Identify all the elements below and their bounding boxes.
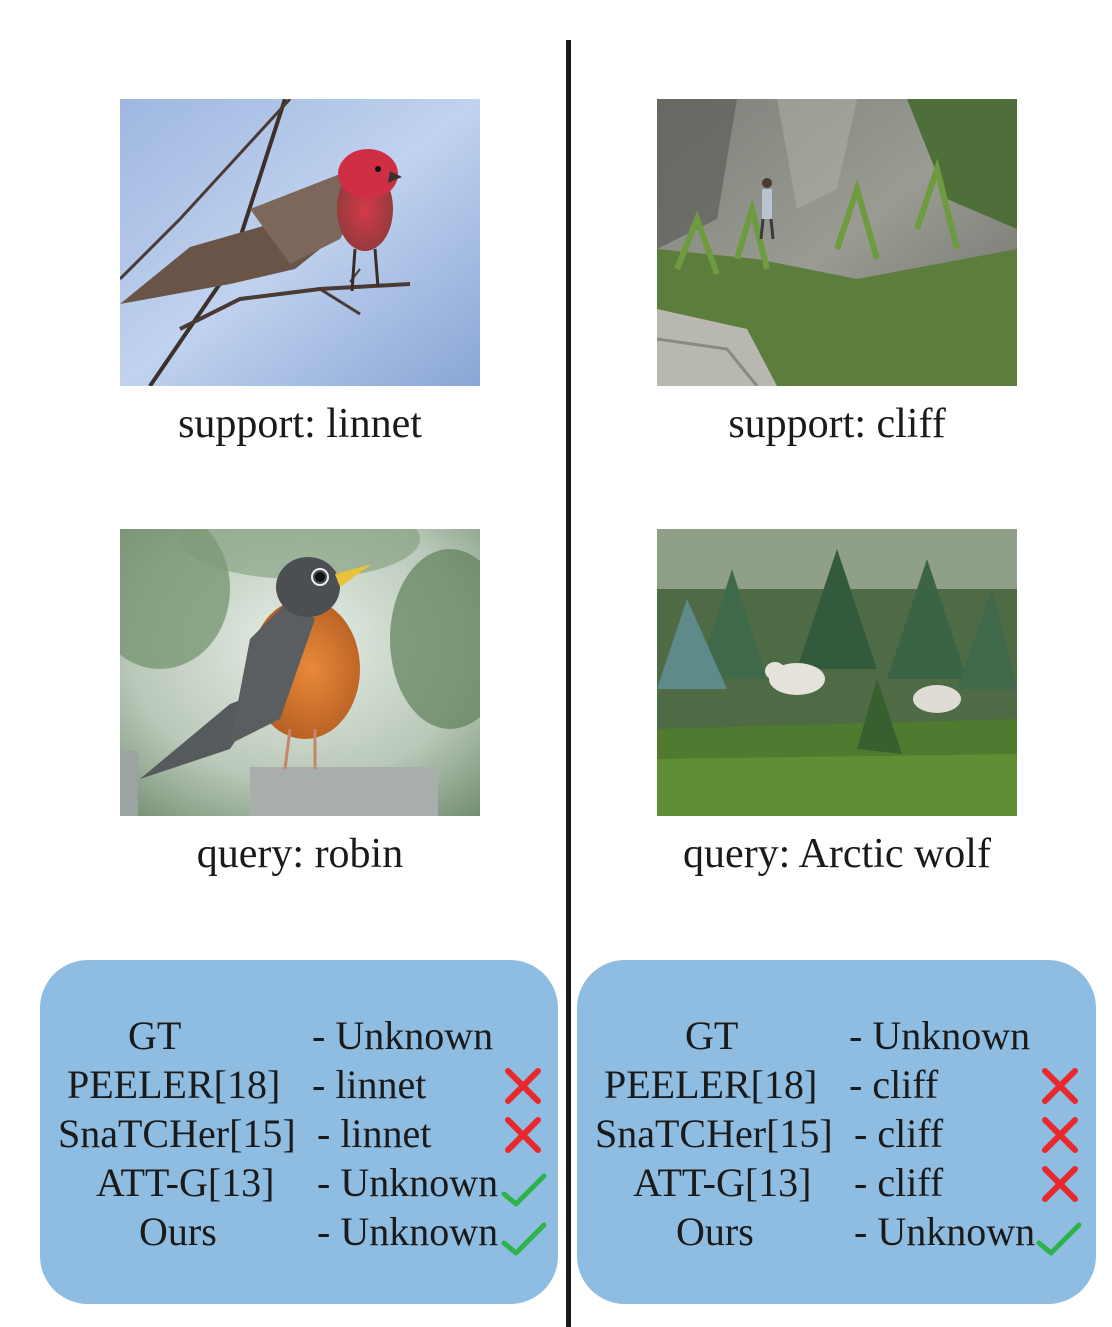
prediction-gt: - Unknown <box>849 1013 1031 1058</box>
method-att-g: ATT-G[13] <box>96 1160 275 1205</box>
prediction-peeler: - cliff <box>849 1062 939 1107</box>
prediction-att-g: - cliff <box>854 1160 944 1205</box>
cross-icon <box>505 1068 541 1104</box>
query-image-arctic-wolf <box>657 529 1017 816</box>
column-divider <box>566 40 571 1327</box>
method-gt: GT <box>128 1013 182 1058</box>
check-icon <box>1036 1222 1082 1256</box>
query-caption-right: query: Arctic wolf <box>683 831 991 877</box>
method-ours: Ours <box>676 1209 754 1254</box>
method-ours: Ours <box>139 1209 217 1254</box>
cross-icon <box>1042 1068 1078 1104</box>
query-image-robin <box>120 529 480 816</box>
results-panel-left: GT - Unknown PEELER[18] - linnet SnaTCHe… <box>40 960 558 1304</box>
support-caption-right: support: cliff <box>728 401 946 447</box>
cross-icon <box>1042 1166 1078 1202</box>
results-panel-right: GT - Unknown PEELER[18] - cliff SnaTCHer… <box>577 960 1096 1304</box>
check-icon <box>501 1222 547 1256</box>
prediction-snatcher: - linnet <box>317 1111 432 1156</box>
method-peeler: PEELER[18] <box>604 1062 818 1107</box>
support-image-linnet <box>120 99 480 386</box>
cross-icon <box>505 1117 541 1153</box>
prediction-ours: - Unknown <box>317 1209 499 1254</box>
prediction-snatcher: - cliff <box>854 1111 944 1156</box>
prediction-peeler: - linnet <box>312 1062 427 1107</box>
cross-icon <box>1042 1117 1078 1153</box>
support-image-cliff <box>657 99 1017 386</box>
support-caption-left: support: linnet <box>178 401 422 447</box>
prediction-ours: - Unknown <box>854 1209 1036 1254</box>
query-caption-left: query: robin <box>196 831 404 877</box>
check-icon <box>501 1173 547 1207</box>
method-snatcher: SnaTCHer[15] <box>595 1111 833 1156</box>
prediction-att-g: - Unknown <box>317 1160 499 1205</box>
method-gt: GT <box>685 1013 739 1058</box>
method-snatcher: SnaTCHer[15] <box>58 1111 296 1156</box>
method-peeler: PEELER[18] <box>67 1062 281 1107</box>
method-att-g: ATT-G[13] <box>633 1160 812 1205</box>
prediction-gt: - Unknown <box>312 1013 494 1058</box>
